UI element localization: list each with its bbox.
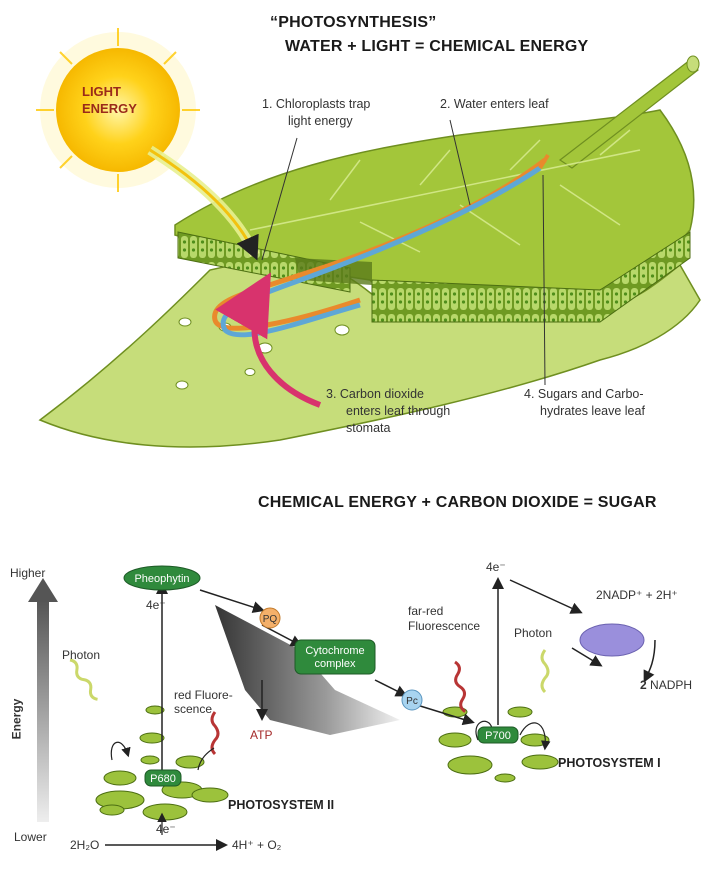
p700-node: P700 [477, 726, 519, 744]
p680-label: P680 [150, 773, 176, 785]
energy-axis-label: Energy [9, 698, 24, 740]
ps2-electrons-label: 4e⁻ [146, 598, 166, 612]
water-label: 2H₂O [70, 838, 100, 852]
red-fluorescence-line-2: scence [174, 702, 213, 716]
photosystem-ii-label: PHOTOSYSTEM II [228, 798, 335, 812]
cytochrome-label-1: Cytochrome [305, 645, 364, 657]
photosystem-i-label: PHOTOSYSTEM I [558, 756, 661, 770]
ps2-electrons-low-label: 4e⁻ [156, 822, 176, 836]
pc-label: Pc [406, 696, 418, 707]
pc-node: Pc [401, 689, 423, 711]
step3-line-3: stomata [346, 421, 391, 435]
red-fluorescence-line-1: red Fluore- [174, 688, 233, 702]
ps1-photon-label: Photon [514, 626, 553, 640]
pq-node: PQ [259, 607, 281, 629]
step1-line-1: 1. Chloroplasts trap [262, 97, 371, 111]
photon-wave-ps1 [540, 649, 550, 694]
cytochrome-complex-node: Cytochrome complex [294, 639, 376, 675]
water-products-label: 4H⁺ + O₂ [232, 838, 282, 852]
sun-icon [36, 28, 200, 192]
title-line-2: WATER + LIGHT = CHEMICAL ENERGY [285, 38, 589, 55]
step3-line-1: 3. Carbon dioxide [326, 387, 424, 401]
p680-node: P680 [144, 769, 182, 787]
step2-label: 2. Water enters leaf [440, 97, 549, 111]
sun-label-line-1: LIGHT [82, 84, 121, 99]
energy-axis [28, 578, 58, 822]
nadph-text: NADPH [650, 678, 693, 692]
photon-wave-ps2 [69, 658, 98, 701]
far-red-fluorescence-wave [454, 660, 467, 713]
sun-label-line-2: ENERGY [82, 101, 137, 116]
step1-line-2: light energy [288, 114, 353, 128]
far-red-line-2: Fluorescence [408, 619, 481, 633]
bottom-title: CHEMICAL ENERGY + CARBON DIOXIDE = SUGAR [258, 494, 657, 511]
nadp-label: 2NADP⁺ + 2H⁺ [596, 588, 678, 602]
ps1-electrons-label: 4e⁻ [486, 560, 506, 574]
pheophytin-label: Pheophytin [134, 573, 189, 585]
co2-arrow [215, 272, 322, 408]
energy-lower-label: Lower [14, 830, 47, 844]
nadph-coefficient: 2 [640, 678, 647, 692]
step3-line-2: enters leaf through [346, 404, 451, 418]
title-line-1: “PHOTOSYNTHESIS” [270, 14, 437, 31]
step4-line-2: hydrates leave leaf [540, 404, 645, 418]
photosystem-ii-complex [95, 705, 229, 821]
nadph-label: 2 NADPH [640, 678, 692, 692]
atp-label: ATP [250, 728, 273, 742]
ps2-photon-label: Photon [62, 648, 101, 662]
pq-label: PQ [263, 614, 278, 625]
red-fluorescence-wave [210, 711, 220, 756]
step4-line-1: 4. Sugars and Carbo- [524, 387, 644, 401]
far-red-line-1: far-red [408, 604, 444, 618]
nadp-reductase [579, 623, 645, 657]
leaf-illustration [38, 55, 701, 448]
pheophytin-node: Pheophytin [123, 565, 201, 591]
cytochrome-label-2: complex [315, 658, 356, 670]
energy-higher-label: Higher [10, 566, 46, 580]
p700-label: P700 [485, 730, 511, 742]
